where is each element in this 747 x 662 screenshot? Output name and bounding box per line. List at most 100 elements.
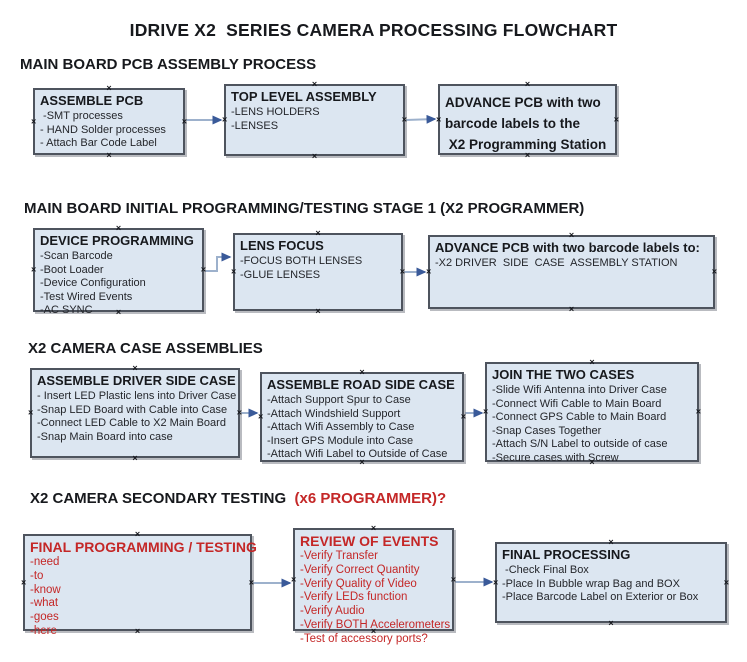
box-items: -Verify Transfer-Verify Correct Quantity… [295, 549, 452, 647]
connection-handle-top [106, 85, 111, 92]
flow-box-review-of-events: REVIEW OF EVENTS -Verify Transfer-Verify… [293, 528, 456, 645]
box-title: ASSEMBLE DRIVER SIDE CASE [37, 373, 236, 388]
box-title: FINAL PROCESSING [502, 547, 631, 562]
box-item: -Snap LED Board with Cable into Case [37, 403, 228, 416]
box-item: -Verify BOTH Accelerometers [300, 618, 451, 631]
box-items: - Insert LED Plastic lens into Driver Ca… [32, 389, 238, 444]
box-item: -Check Final Box [502, 564, 589, 576]
connection-handle-top [132, 365, 137, 372]
box-item: -Verify Quality of Video [300, 577, 417, 590]
box-item: -what [30, 597, 59, 610]
box-item: - HAND Solder processes [40, 123, 166, 136]
connection-handle-bottom [312, 153, 317, 160]
box-item: -Secure cases with Screw [492, 451, 619, 464]
box-item: X2 Programming Station [445, 137, 607, 152]
flow-box-advance-pcb-programming-station: ADVANCE PCB with two barcode labels to th… [438, 84, 617, 155]
connection-handle-right [724, 579, 729, 586]
connection-handle-right [237, 410, 242, 417]
box-item: -Verify LEDs function [300, 591, 408, 604]
connection-handle-bottom [135, 628, 140, 635]
box-items: ADVANCE PCB with two barcode labels to th… [440, 91, 615, 155]
box-item: -goes [30, 611, 59, 624]
section-heading-secondary-testing: X2 CAMERA SECONDARY TESTING (x6 PROGRAMM… [30, 490, 446, 507]
box-items: -Attach Support Spur to Case-Attach Wind… [262, 393, 462, 462]
connection-handle-top [315, 230, 320, 237]
box-item: -FOCUS BOTH LENSES [240, 255, 363, 267]
box-title: FINAL PROGRAMMING / TESTING [30, 539, 257, 555]
box-title: DEVICE PROGRAMMING [40, 233, 194, 248]
flow-box-top-level-assembly: TOP LEVEL ASSEMBLY -LENS HOLDERS-LENSES [224, 84, 405, 156]
connection-handle-bottom [371, 628, 376, 635]
box-item: -here [30, 624, 57, 637]
box-items: -Slide Wifi Antenna into Driver Case-Con… [487, 383, 697, 465]
box-item: -LENSES [231, 119, 279, 132]
box-item: -Attach Windshield Support [267, 407, 401, 420]
connection-handle-right [696, 409, 701, 416]
connection-handle-left [21, 579, 26, 586]
connection-handle-top [569, 232, 574, 239]
connection-handle-right [402, 117, 407, 124]
connection-handle-bottom [116, 309, 121, 316]
connection-handle-left [426, 269, 431, 276]
box-item: -AC SYNC [40, 304, 93, 316]
connection-handle-left [258, 414, 263, 421]
connection-handle-top [312, 81, 317, 88]
box-items: -SMT processes- HAND Solder processes- A… [35, 109, 183, 151]
box-items: -Check Final Box-Place In Bubble wrap Ba… [497, 563, 725, 605]
box-item: -know [30, 583, 61, 596]
connection-handle-top [359, 369, 364, 376]
box-title: ASSEMBLE PCB [40, 93, 144, 108]
connection-handle-left [231, 269, 236, 276]
flow-box-device-programming: DEVICE PROGRAMMING -Scan Barcode-Boot Lo… [31, 228, 206, 316]
box-item: -need [30, 556, 60, 568]
connection-handle-right [201, 267, 206, 274]
box-title: ASSEMBLE ROAD SIDE CASE [267, 377, 455, 392]
box-item: -LENS HOLDERS [231, 106, 320, 118]
connector-arrow [205, 252, 232, 272]
box-item: -Place Barcode Label on Exterior or Box [502, 591, 699, 603]
box-item: -Test of accessory ports? [300, 632, 428, 645]
connection-handle-left [483, 409, 488, 416]
connection-handle-right [182, 118, 187, 125]
box-items: -FOCUS BOTH LENSES-GLUE LENSES [235, 254, 401, 282]
box-item: -Connect GPS Cable to Main Board [492, 411, 667, 423]
connection-handle-bottom [608, 620, 613, 627]
section-heading-case-assemblies: X2 CAMERA CASE ASSEMBLIES [28, 340, 263, 357]
box-item: -Scan Barcode [40, 250, 113, 262]
box-item: -Verify Transfer [300, 550, 378, 562]
box-item: -Insert GPS Module into Case [267, 434, 414, 447]
box-title: JOIN THE TWO CASES [492, 367, 635, 382]
connection-handle-right [249, 579, 254, 586]
box-item: -Attach Wifi Assembly to Case [267, 421, 415, 433]
connection-handle-left [31, 267, 36, 274]
section-heading-red-part: (x6 PROGRAMMER)? [290, 490, 447, 507]
connection-handle-top [135, 531, 140, 538]
connection-handle-left [493, 579, 498, 586]
connection-handle-right [400, 269, 405, 276]
connection-handle-bottom [359, 459, 364, 466]
box-item: -Connect LED Cable to X2 Main Board [37, 417, 226, 429]
connection-handle-right [451, 576, 456, 583]
connection-handle-bottom [569, 306, 574, 313]
box-item: -Test Wired Events [40, 290, 133, 303]
flow-box-join-the-two-cases: JOIN THE TWO CASES -Slide Wifi Antenna i… [483, 362, 701, 465]
box-items: -LENS HOLDERS-LENSES [226, 105, 403, 133]
box-item: -Place In Bubble wrap Bag and BOX [502, 577, 680, 590]
connector-arrow [405, 114, 437, 124]
flow-box-final-programming-testing: FINAL PROGRAMMING / TESTING -need-to-kno… [21, 531, 257, 637]
box-item: - Insert LED Plastic lens into Driver Ca… [37, 390, 237, 402]
flow-box-assemble-pcb: ASSEMBLE PCB -SMT processes- HAND Solder… [33, 88, 185, 155]
connection-handle-bottom [315, 308, 320, 315]
box-item: -GLUE LENSES [240, 268, 321, 281]
box-items: -Scan Barcode-Boot Loader-Device Configu… [35, 249, 202, 318]
flow-box-advance-pcb-case-assembly: ADVANCE PCB with two barcode labels to: … [428, 235, 715, 309]
connection-handle-left [28, 410, 33, 417]
box-title: TOP LEVEL ASSEMBLY [231, 89, 377, 104]
box-item: -Attach Wifi Label to Outside of Case [267, 448, 448, 460]
page-title: IDRIVE X2 SERIES CAMERA PROCESSING FLOWC… [129, 20, 618, 40]
box-item: barcode labels to the [445, 116, 581, 131]
box-item: -Attach Support Spur to Case [267, 394, 411, 406]
connection-handle-right [614, 116, 619, 123]
box-item: ADVANCE PCB with two [445, 95, 601, 110]
